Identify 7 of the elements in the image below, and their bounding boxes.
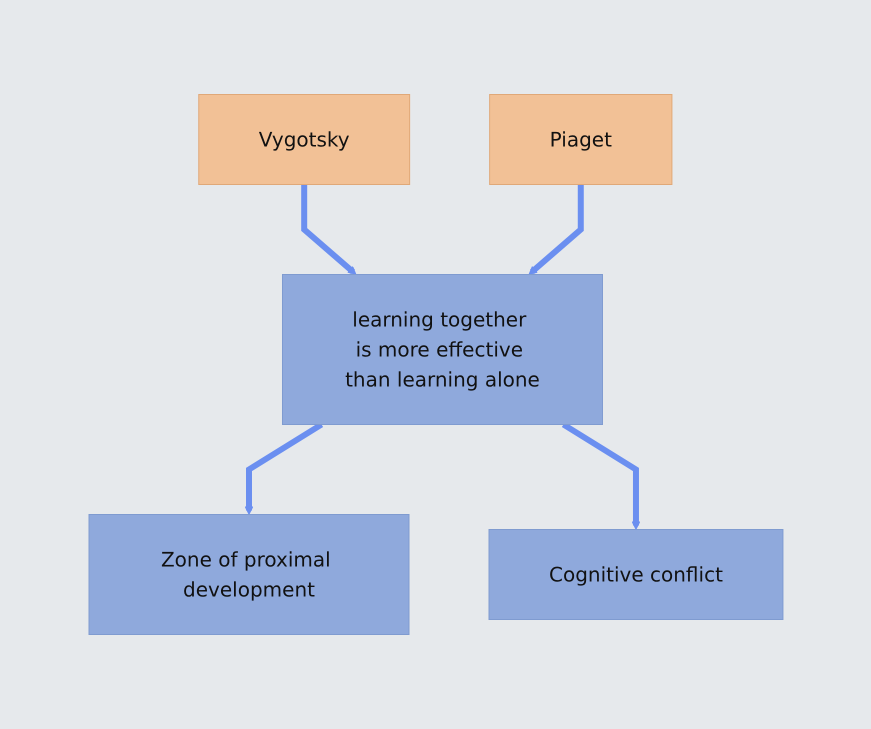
node-box: learning together is more effective than learning alone	[282, 274, 603, 425]
node-box: Zone of proximal development	[88, 514, 410, 635]
node-box: Cognitive conflict	[488, 529, 783, 620]
arrow	[528, 184, 584, 275]
arrow	[300, 184, 356, 275]
node-box: Piaget	[488, 94, 672, 185]
node-box: Vygotsky	[198, 94, 410, 185]
